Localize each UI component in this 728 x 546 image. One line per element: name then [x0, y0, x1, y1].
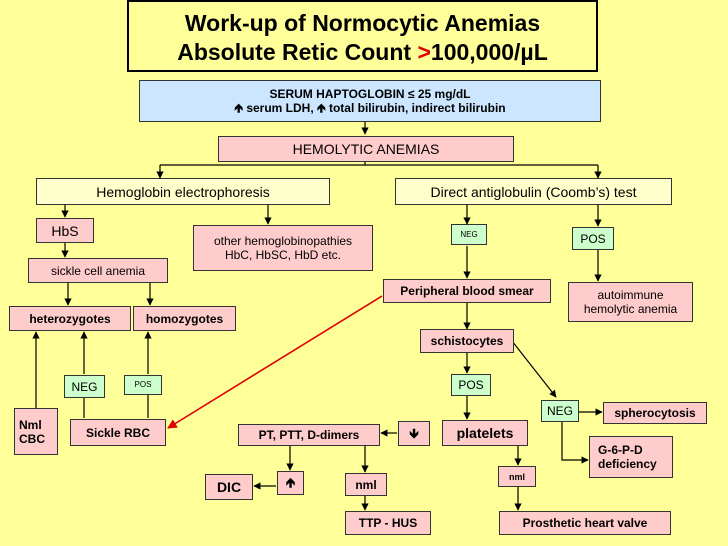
- g6pd-label: G-6-P-D: [598, 443, 643, 457]
- platelets-box: platelets: [442, 420, 528, 446]
- serum-ldh-bilirubin-text: 🡹 serum LDH, 🡹 total bilirubin, indirect…: [234, 101, 506, 115]
- coag-nml-box: nml: [345, 473, 387, 496]
- hbs-label: HbS: [51, 222, 79, 239]
- platelets-label: platelets: [456, 425, 514, 441]
- neg-left-label: NEG: [71, 379, 98, 394]
- coombs-test-label: Direct antiglobulin (Coomb’s) test: [430, 183, 637, 200]
- pt-ptt-d-dimers-label: PT, PTT, D-dimers: [258, 428, 360, 442]
- heterozygotes-label: heterozygotes: [29, 311, 111, 326]
- schistocytes-pos-box: POS: [451, 374, 491, 396]
- title-line-2: Absolute Retic Count >100,000/µL: [129, 38, 596, 67]
- serum-haptoglobin-box: SERUM HAPTOGLOBIN ≤ 25 mg/dL 🡹 serum LDH…: [139, 80, 601, 122]
- sickle-rbc-box: Sickle RBC: [70, 419, 166, 446]
- spherocytosis-box: spherocytosis: [603, 402, 707, 424]
- pt-ptt-d-dimers-box: PT, PTT, D-dimers: [238, 424, 380, 446]
- heterozygotes-box: heterozygotes: [9, 306, 131, 331]
- platelets-nml-label: nml: [508, 471, 525, 482]
- dic-box: DIC: [205, 474, 253, 500]
- pos-left-label: POS: [134, 380, 152, 389]
- cbc-label: CBC: [19, 431, 45, 446]
- other-hemoglobinopathies-label: other hemoglobinopathies: [213, 234, 353, 248]
- up-arrow-icon: 🡹: [285, 475, 296, 490]
- hemolytic-anemias-label: HEMOLYTIC ANEMIAS: [292, 141, 440, 157]
- platelets-nml-box: nml: [498, 466, 536, 487]
- autoimmune-label: autoimmune: [597, 288, 664, 302]
- coag-nml-label: nml: [355, 477, 377, 492]
- autoimmune-hemolytic-anemia-box: autoimmune hemolytic anemia: [568, 282, 693, 322]
- ttp-hus-box: TTP - HUS: [345, 511, 431, 535]
- schistocytes-pos-label: POS: [458, 378, 484, 392]
- title-retic-label: Absolute Retic Count: [177, 39, 418, 65]
- peripheral-blood-smear-box: Peripheral blood smear: [383, 279, 551, 303]
- title-box: Work-up of Normocytic Anemias Absolute R…: [127, 0, 598, 72]
- pos-left-box: POS: [124, 375, 162, 395]
- homozygotes-label: homozygotes: [145, 311, 224, 326]
- sickle-rbc-label: Sickle RBC: [85, 425, 151, 440]
- nml-cbc-box: Nml CBC: [14, 408, 58, 455]
- hemolytic-anemias-box: HEMOLYTIC ANEMIAS: [218, 136, 514, 162]
- schistocytes-label: schistocytes: [430, 334, 504, 348]
- hemoglobin-electrophoresis-box: Hemoglobin electrophoresis: [36, 178, 330, 205]
- down-arrow-icon: 🡻: [409, 425, 419, 441]
- coombs-pos-label: POS: [580, 231, 606, 246]
- coombs-test-box: Direct antiglobulin (Coomb’s) test: [395, 178, 672, 205]
- schistocytes-neg-label: NEG: [546, 404, 573, 418]
- sickle-cell-anemia-box: sickle cell anemia: [28, 258, 168, 283]
- peripheral-blood-smear-label: Peripheral blood smear: [400, 284, 534, 298]
- ttp-hus-label: TTP - HUS: [358, 516, 418, 530]
- prosthetic-heart-valve-label: Prosthetic heart valve: [522, 516, 648, 530]
- prosthetic-heart-valve-box: Prosthetic heart valve: [499, 511, 671, 535]
- schistocytes-neg-box: NEG: [541, 400, 579, 422]
- homozygotes-box: homozygotes: [133, 306, 236, 331]
- title-retic-value: 100,000/µL: [430, 39, 548, 65]
- title-greater-than: >: [417, 39, 431, 65]
- sickle-cell-anemia-label: sickle cell anemia: [50, 263, 146, 278]
- increased-coag-box: 🡹: [277, 471, 304, 495]
- hemoglobin-electrophoresis-label: Hemoglobin electrophoresis: [96, 183, 270, 200]
- g6pd-deficiency-box: G-6-P-D deficiency: [589, 436, 673, 478]
- decreased-platelets-box: 🡻: [398, 421, 430, 446]
- hbs-box: HbS: [36, 218, 94, 243]
- nml-label: Nml: [19, 417, 42, 432]
- deficiency-label: deficiency: [598, 457, 657, 471]
- hemolytic-anemia-label: hemolytic anemia: [583, 302, 678, 316]
- other-hemoglobinopathies-box: other hemoglobinopathies HbC, HbSC, HbD …: [193, 225, 373, 271]
- coombs-pos-box: POS: [572, 227, 614, 250]
- coombs-neg-label: NEG: [460, 229, 478, 239]
- coombs-neg-box: NEG: [451, 224, 487, 245]
- serum-haptoglobin-text: SERUM HAPTOGLOBIN ≤ 25 mg/dL: [269, 87, 471, 101]
- title-line-1: Work-up of Normocytic Anemias: [184, 10, 541, 36]
- other-hemoglobinopathies-types: HbC, HbSC, HbD etc.: [224, 248, 342, 262]
- dic-label: DIC: [216, 479, 242, 495]
- neg-left-box: NEG: [64, 375, 105, 398]
- schistocytes-box: schistocytes: [420, 329, 514, 353]
- spherocytosis-label: spherocytosis: [614, 406, 696, 420]
